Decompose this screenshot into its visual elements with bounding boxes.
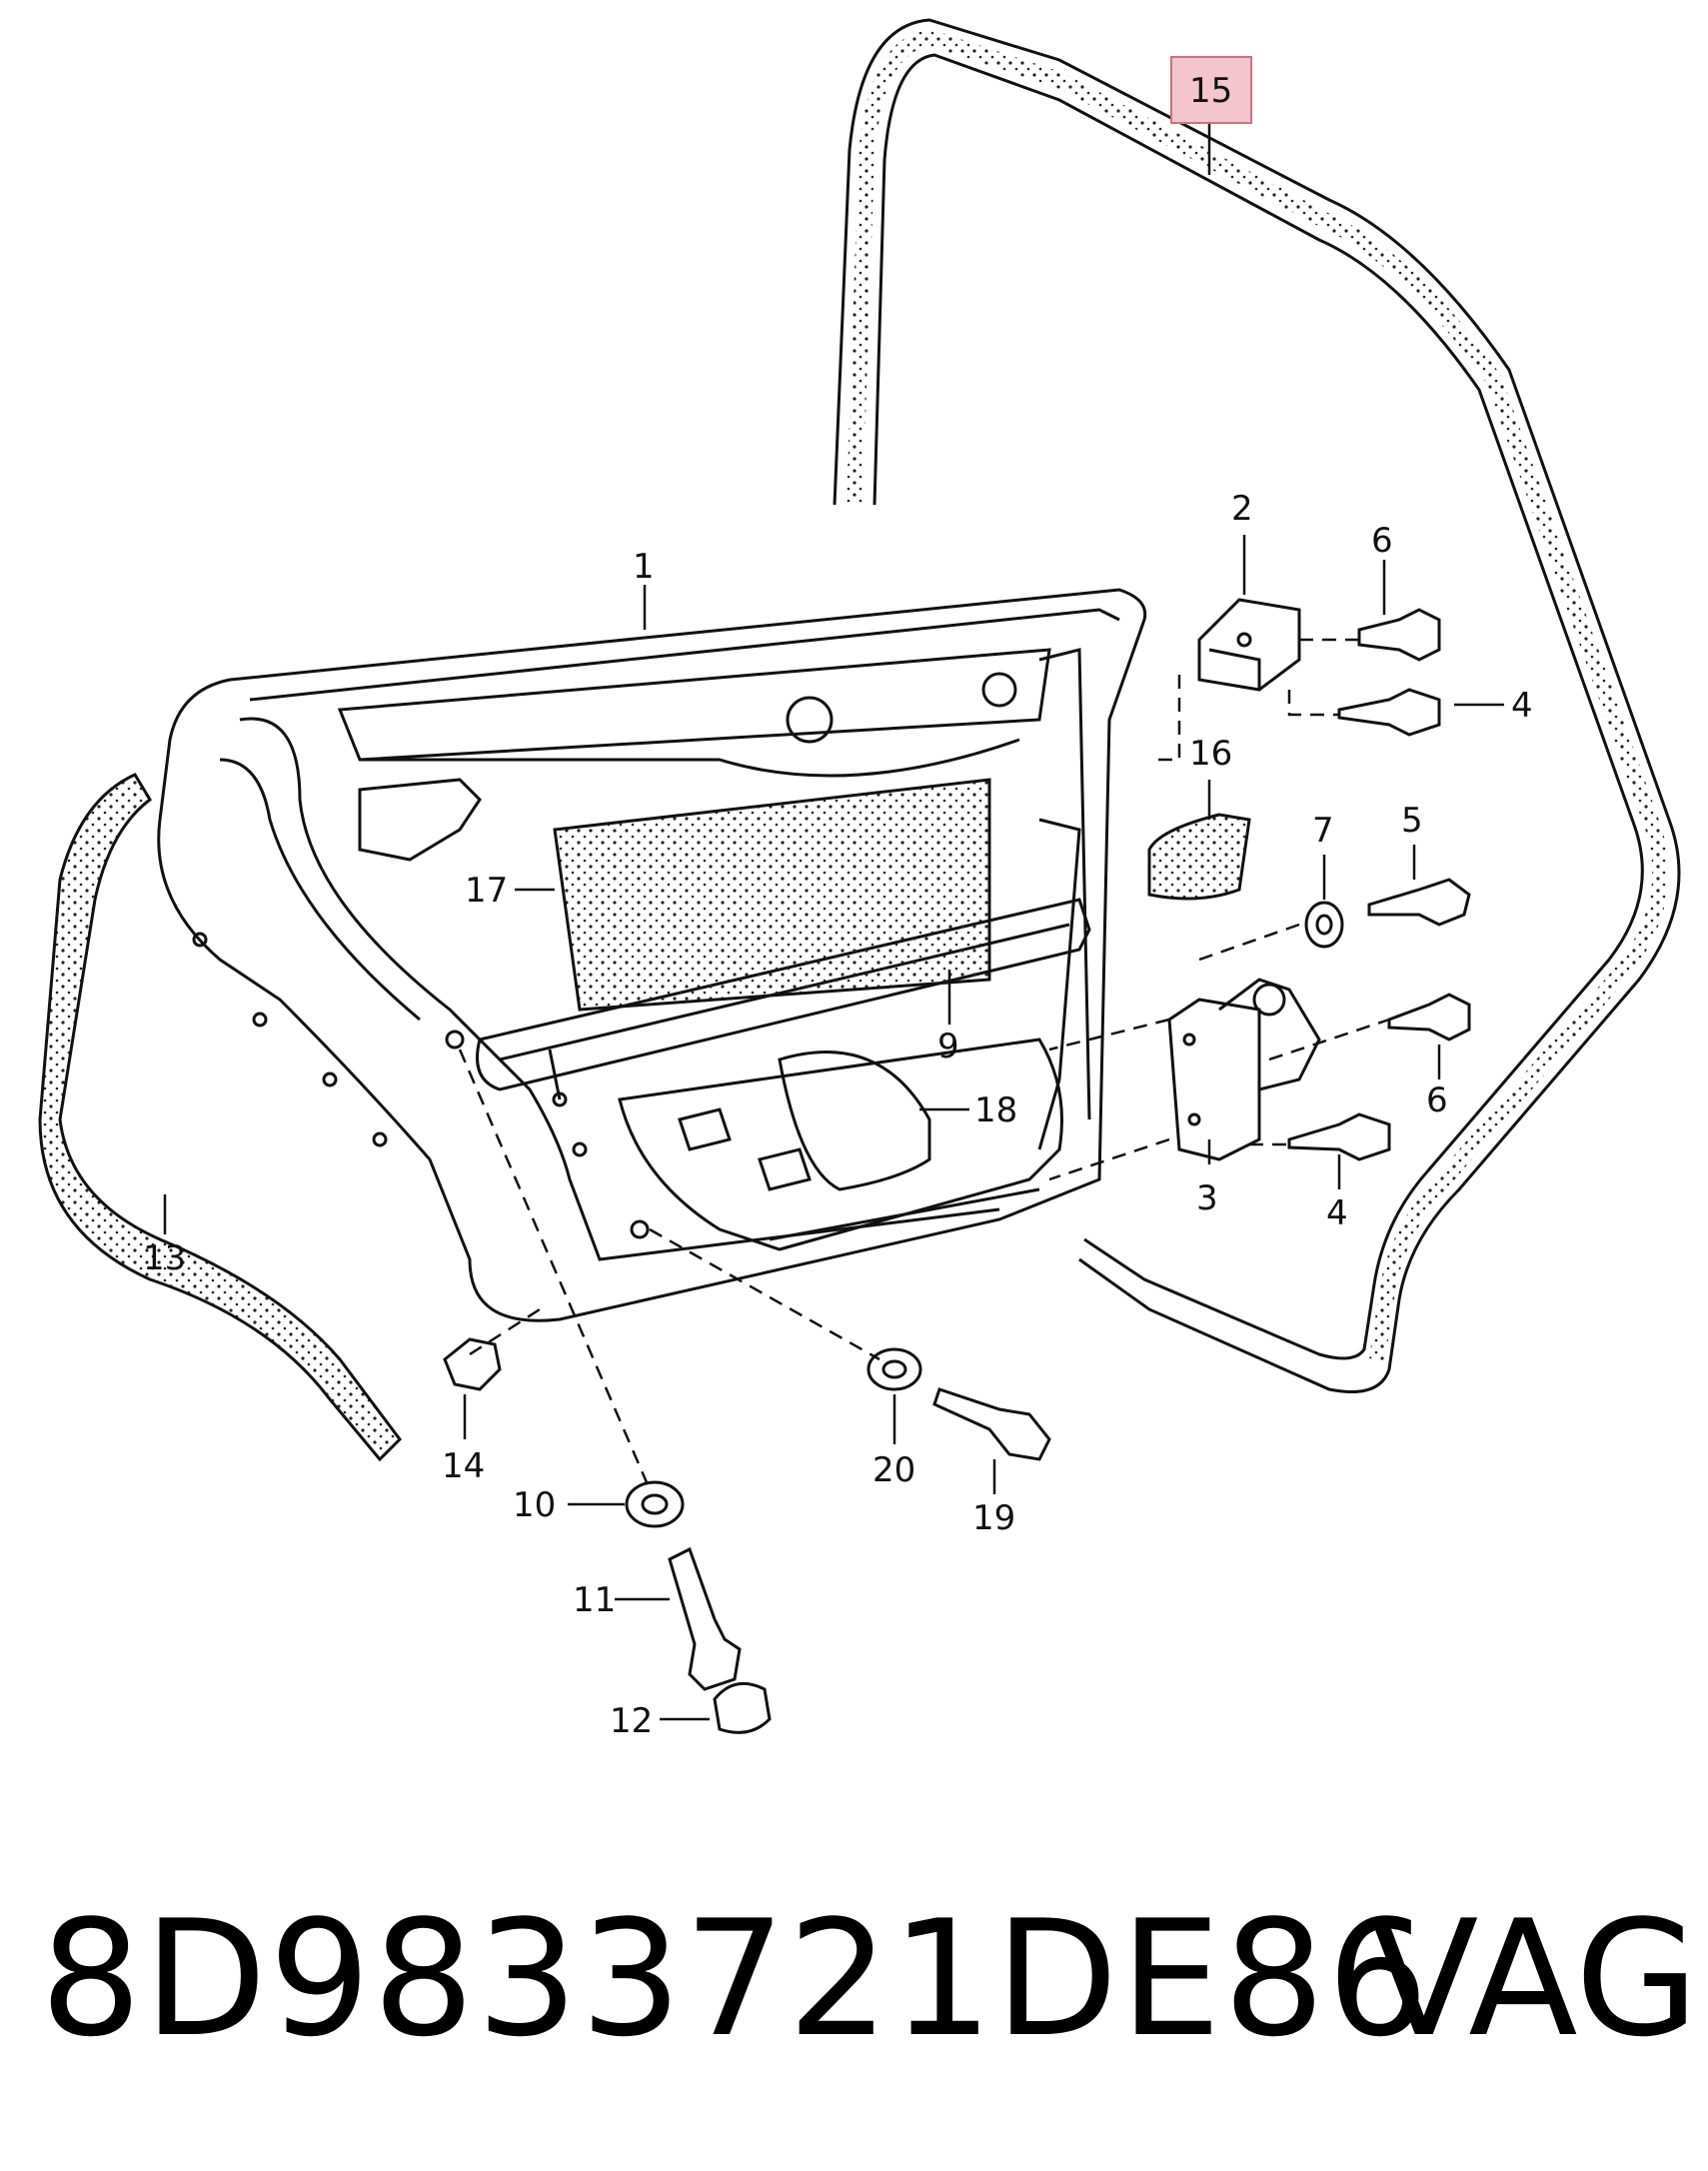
door-inner-panel [157, 588, 1147, 1322]
callout-12: 12 [610, 1701, 653, 1741]
callout-14: 14 [442, 1446, 485, 1486]
callout-4-lower: 4 [1326, 1193, 1348, 1233]
fasteners [443, 608, 1471, 1734]
callout-19: 19 [972, 1498, 1015, 1538]
callout-5: 5 [1401, 801, 1423, 841]
callout-15-highlight [1170, 56, 1252, 124]
callout-18: 18 [974, 1090, 1017, 1130]
brand-name: VAG [1369, 1885, 1699, 2072]
leader-lines [163, 115, 1504, 1721]
window-regulator [618, 1038, 1063, 1251]
assembly-lines [458, 638, 1390, 1490]
footer-caption: 8D9833721DE86 VAG [40, 1879, 1699, 2079]
upper-hinge [1197, 598, 1301, 692]
wheel-arch-seal [38, 773, 402, 1462]
callout-9: 9 [937, 1027, 959, 1067]
callout-13: 13 [143, 1238, 186, 1278]
door-seal [833, 18, 1681, 1393]
lower-hinge [1167, 978, 1321, 1161]
sound-insulation-pad [553, 778, 991, 1012]
part-number: 8D9833721DE86 [40, 1885, 1431, 2072]
hinge-gasket [1147, 813, 1251, 901]
callout-labels: 15 1 2 6 4 16 7 5 17 9 6 18 3 4 13 14 20… [143, 56, 1533, 1741]
callout-4-upper: 4 [1511, 686, 1533, 726]
callout-17: 17 [465, 871, 508, 911]
callout-15: 15 [1189, 71, 1232, 111]
callout-7: 7 [1312, 811, 1334, 851]
callout-1: 1 [633, 547, 655, 587]
callout-11: 11 [573, 1580, 616, 1620]
callout-20: 20 [872, 1450, 915, 1490]
callout-10: 10 [513, 1485, 556, 1525]
callout-16: 16 [1189, 734, 1232, 774]
callout-2: 2 [1231, 489, 1253, 529]
callout-6-lower: 6 [1426, 1081, 1448, 1120]
callout-3: 3 [1196, 1178, 1218, 1218]
callout-6-upper: 6 [1371, 521, 1393, 561]
